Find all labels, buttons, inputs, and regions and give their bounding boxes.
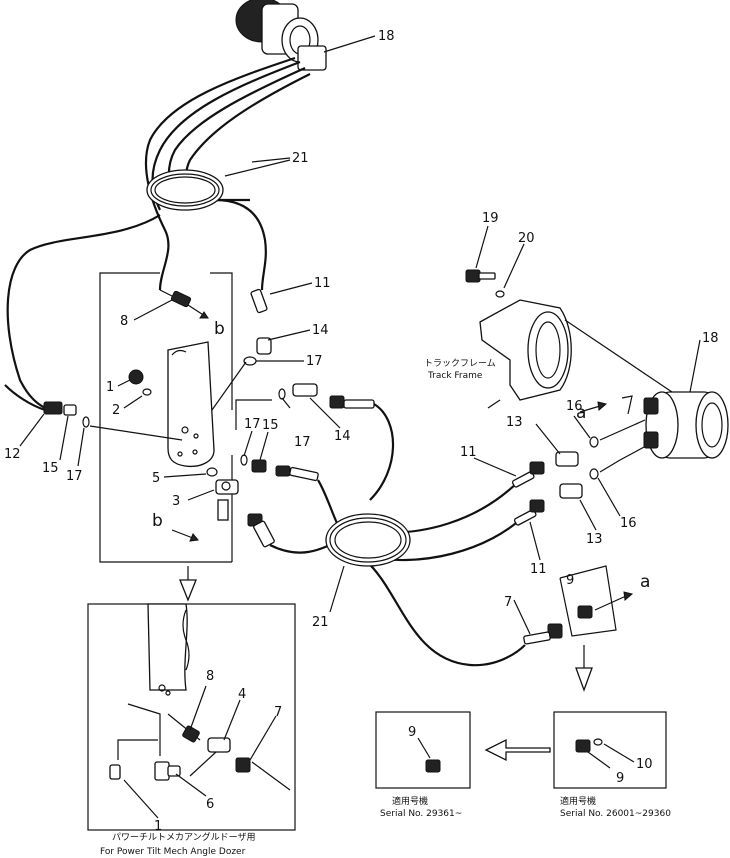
callout-20: 20 — [518, 231, 535, 246]
leader-lines — [19, 157, 635, 819]
callout-13-lower: 13 — [586, 532, 603, 547]
callout-8-detail: 8 — [206, 669, 214, 684]
callout-1-main: 1 — [106, 380, 114, 395]
track-frame-label-en: Track Frame — [427, 371, 483, 381]
cylinder-detail-frame — [99, 272, 239, 563]
callout-17-left: 17 — [66, 469, 83, 484]
power-tilt-detail — [87, 566, 296, 831]
callout-10: 10 — [636, 757, 653, 772]
right-fittings — [511, 395, 647, 526]
serial-new-label-jp: 適用号機 — [392, 795, 428, 807]
callout-7-main: 7 — [504, 595, 512, 610]
callout-11-upper: 11 — [314, 276, 331, 291]
callout-12: 12 — [4, 447, 21, 462]
callout-2: 2 — [112, 403, 120, 418]
callout-6: 6 — [206, 797, 214, 812]
right-motor — [643, 339, 729, 459]
callout-numbers: 18 21 11 14 17 8 1 2 17 15 17 14 5 3 12 … — [4, 29, 719, 834]
callout-3: 3 — [172, 494, 180, 509]
marker-a-upper: a — [576, 403, 586, 423]
text-labels: トラックフレーム Track Frame パワーチルトメカアングルドーザ用 Fo… — [100, 358, 671, 857]
track-frame-label-jp: トラックフレーム — [424, 358, 496, 369]
reference-markers: a a b b — [152, 319, 650, 592]
callout-1-detail: 1 — [154, 819, 162, 834]
callout-18-top: 18 — [378, 29, 395, 44]
callout-5: 5 — [152, 471, 160, 486]
callout-7-detail: 7 — [274, 705, 282, 720]
fitting-9-callout — [523, 565, 634, 692]
serial-boxes — [375, 711, 667, 789]
callout-11-lower: 11 — [530, 562, 547, 577]
callout-9-serial-new: 9 — [408, 725, 416, 740]
callout-15-box: 15 — [262, 418, 279, 433]
callout-19: 19 — [482, 211, 499, 226]
power-tilt-label-en: For Power Tilt Mech Angle Dozer — [100, 847, 246, 857]
marker-b-upper: b — [214, 319, 225, 339]
callout-16-lower: 16 — [620, 516, 637, 531]
marker-b-lower: b — [152, 511, 163, 531]
callout-15-left: 15 — [42, 461, 59, 476]
callout-14-center: 14 — [334, 429, 351, 444]
callout-9-serial-old: 9 — [616, 771, 624, 786]
lower-hose-bundle — [269, 403, 526, 667]
callout-13-upper: 13 — [506, 415, 523, 430]
callout-14-upper: 14 — [312, 323, 329, 338]
callout-8-main: 8 — [120, 314, 128, 329]
track-frame — [465, 269, 673, 409]
upper-hose-bundle — [6, 56, 311, 409]
serial-old-label-jp: 適用号機 — [560, 795, 596, 807]
center-fittings — [211, 288, 375, 548]
callout-17-box: 17 — [244, 417, 261, 432]
callout-17-upper: 17 — [306, 354, 323, 369]
marker-a-lower: a — [640, 572, 650, 592]
callout-17-center: 17 — [294, 435, 311, 450]
serial-new-label-en: Serial No. 29361~ — [380, 809, 462, 819]
left-fittings — [4, 384, 183, 441]
callout-18-right: 18 — [702, 331, 719, 346]
power-tilt-label-jp: パワーチルトメカアングルドーザ用 — [112, 831, 255, 843]
callout-4: 4 — [238, 687, 246, 702]
callout-21-top: 21 — [292, 151, 309, 166]
callout-16-upper: 16 — [566, 399, 583, 414]
callout-11-right: 11 — [460, 445, 477, 460]
top-motor — [235, 0, 376, 71]
serial-old-label-en: Serial No. 26001~29360 — [560, 809, 671, 819]
callout-21-lower: 21 — [312, 615, 329, 630]
callout-9-sub: 9 — [566, 573, 574, 588]
